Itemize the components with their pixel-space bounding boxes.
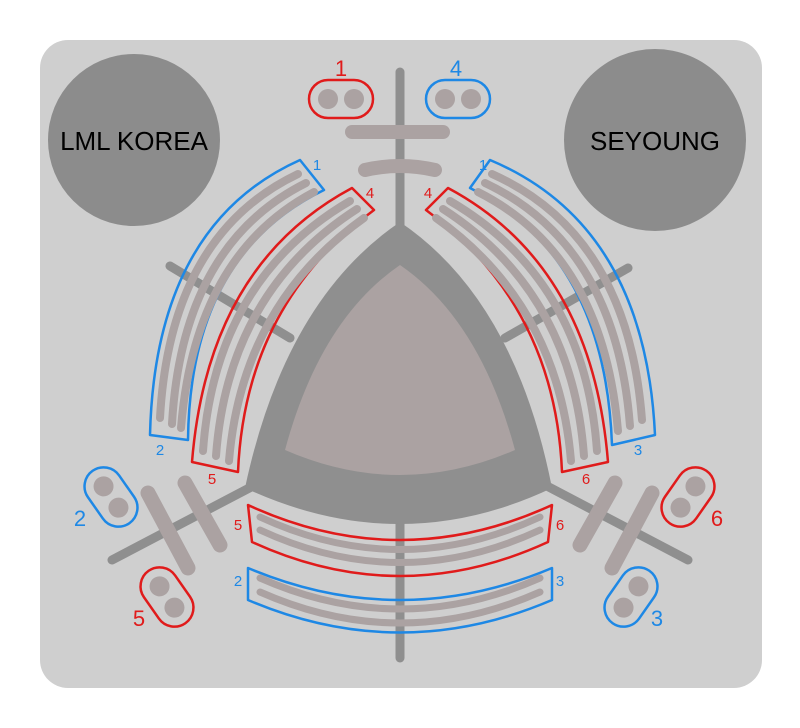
top-short-rows: [345, 125, 450, 177]
section-bottom-outer: [246, 566, 554, 634]
section-label-left-inner-bottom: 5: [208, 471, 216, 488]
pod-label-top-blue: 4: [450, 56, 462, 81]
section-label-bottom-outer-left: 2: [234, 573, 242, 590]
lower-diagonal-rows: [140, 475, 660, 576]
section-label-top-right-inner: 4: [424, 185, 432, 202]
stage-inner: [285, 265, 515, 475]
section-label-bottom-inner-right: 6: [556, 517, 564, 534]
section-left-outer: [148, 158, 326, 442]
section-label-bottom-outer-right: 3: [556, 573, 564, 590]
pod-label-right-red: 6: [711, 506, 723, 531]
section-right-outer: [468, 158, 657, 447]
section-label-right-inner-bottom: 6: [582, 471, 590, 488]
left-company-circle: LML KOREA: [48, 54, 220, 226]
pod-label-left-red: 5: [133, 606, 145, 631]
aisle-lower-left: [107, 480, 260, 565]
left-company-label: LML KOREA: [60, 126, 209, 156]
section-bottom-inner: [246, 503, 554, 578]
pod-label-right-blue: 3: [651, 606, 663, 631]
pod-label-top-red: 1: [335, 56, 347, 81]
pod-top-blue: [424, 78, 492, 120]
section-label-top-left-outer: 1: [313, 157, 321, 174]
section-label-left-outer-bottom: 2: [156, 442, 164, 459]
pod-left-blue: [83, 466, 139, 528]
pod-right-red: [660, 466, 716, 528]
right-company-circle: SEYOUNG: [564, 49, 746, 231]
section-label-bottom-inner-left: 5: [234, 517, 242, 534]
aisle-lower-right: [540, 480, 693, 565]
stage-area: [245, 222, 552, 524]
section-label-top-right-outer: 1: [479, 157, 487, 174]
pod-top-red: [307, 78, 375, 120]
right-company-label: SEYOUNG: [590, 126, 720, 156]
pod-left-red: [139, 566, 195, 628]
section-label-top-left-inner: 4: [366, 185, 374, 202]
section-right-inner: [424, 186, 610, 474]
pod-label-left-blue: 2: [74, 506, 86, 531]
pod-right-blue: [603, 566, 659, 628]
section-left-inner: [190, 186, 376, 474]
section-label-right-outer-bottom: 3: [634, 442, 642, 459]
